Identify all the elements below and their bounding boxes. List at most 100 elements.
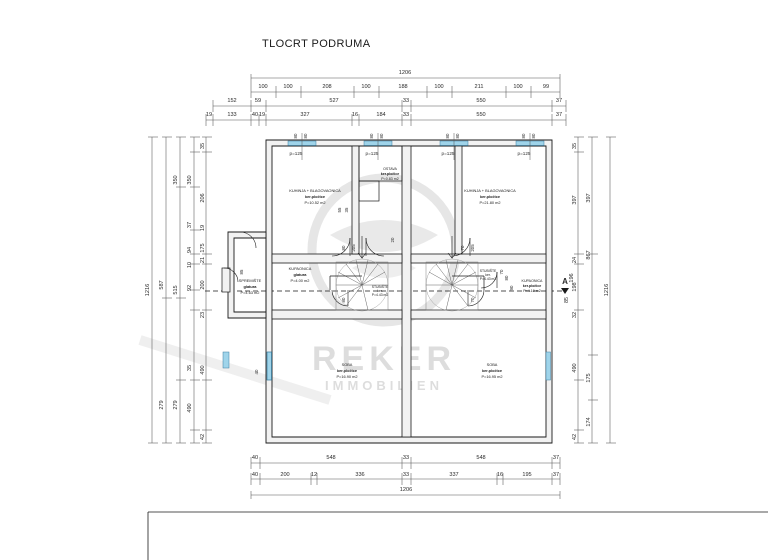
svg-text:1216: 1216 xyxy=(604,284,610,296)
building-walls xyxy=(221,139,553,444)
svg-text:188: 188 xyxy=(398,84,407,90)
room-label: KUHINJA + BLAGOVAONICA ker.pločice P=21.… xyxy=(464,188,516,205)
svg-text:glatura: glatura xyxy=(244,284,258,289)
svg-text:208: 208 xyxy=(322,84,331,90)
svg-text:174: 174 xyxy=(586,417,592,426)
svg-text:ker.pločice: ker.pločice xyxy=(305,194,326,199)
svg-text:279: 279 xyxy=(159,400,165,409)
svg-text:P=16.95 m2: P=16.95 m2 xyxy=(481,374,502,379)
svg-text:1206: 1206 xyxy=(399,70,411,76)
svg-text:152: 152 xyxy=(227,98,236,104)
room-labels: KUHINJA + BLAGOVAONICA ker.pločice P=10.… xyxy=(239,167,543,379)
svg-text:37: 37 xyxy=(553,472,559,478)
svg-text:P=0.83 m2: P=0.83 m2 xyxy=(381,177,398,181)
svg-text:STUBIŠTE: STUBIŠTE xyxy=(480,268,497,273)
svg-text:548: 548 xyxy=(326,455,335,461)
dimension-labels-bottom: 40 548 33 548 37 40 200 12 336 33 337 16… xyxy=(252,455,559,493)
svg-text:200: 200 xyxy=(200,280,206,289)
svg-text:16: 16 xyxy=(497,472,503,478)
svg-text:211: 211 xyxy=(475,84,484,90)
svg-text:80: 80 xyxy=(341,297,346,302)
svg-text:P=4.00 m2: P=4.00 m2 xyxy=(291,278,310,283)
svg-text:336: 336 xyxy=(355,472,364,478)
svg-text:205: 205 xyxy=(351,244,356,252)
svg-text:1216: 1216 xyxy=(145,284,151,296)
svg-text:P=10.52 m2: P=10.52 m2 xyxy=(304,200,325,205)
svg-text:P=16.90 m2: P=16.90 m2 xyxy=(336,374,357,379)
svg-text:ker.pločice: ker.pločice xyxy=(381,172,400,176)
svg-text:175: 175 xyxy=(200,243,206,252)
room-label: SPREMIŠTE glatura P=4.63 m2 xyxy=(239,278,262,295)
dimension-chain-left xyxy=(148,136,212,444)
svg-text:100: 100 xyxy=(434,84,443,90)
svg-text:80: 80 xyxy=(521,133,526,138)
svg-text:80: 80 xyxy=(504,275,509,280)
svg-text:19: 19 xyxy=(259,112,265,118)
svg-text:397: 397 xyxy=(586,193,592,202)
svg-text:16: 16 xyxy=(352,112,358,118)
svg-text:1206: 1206 xyxy=(400,487,412,493)
svg-text:33: 33 xyxy=(403,98,409,104)
svg-text:490: 490 xyxy=(200,365,206,374)
svg-text:35: 35 xyxy=(200,143,206,149)
svg-text:33: 33 xyxy=(403,455,409,461)
svg-text:KUPAONICA: KUPAONICA xyxy=(522,279,544,283)
svg-text:KUHINJA + BLAGOVAONICA: KUHINJA + BLAGOVAONICA xyxy=(464,188,516,193)
svg-text:94: 94 xyxy=(187,247,193,253)
svg-text:550: 550 xyxy=(476,112,485,118)
svg-text:p=125: p=125 xyxy=(442,151,455,156)
svg-text:P=21.80 m2: P=21.80 m2 xyxy=(479,200,500,205)
svg-text:SOBA: SOBA xyxy=(487,362,498,367)
svg-text:587: 587 xyxy=(159,280,165,289)
svg-text:515: 515 xyxy=(173,285,179,294)
svg-text:70: 70 xyxy=(499,269,504,274)
svg-text:ker.pločice: ker.pločice xyxy=(482,368,503,373)
svg-text:80: 80 xyxy=(293,133,298,138)
watermark-primary: REKER xyxy=(312,340,456,378)
svg-text:85: 85 xyxy=(564,297,570,303)
svg-text:37: 37 xyxy=(556,98,562,104)
svg-text:80: 80 xyxy=(369,133,374,138)
svg-text:100: 100 xyxy=(513,84,522,90)
svg-text:ker.: ker. xyxy=(377,289,383,293)
svg-text:42: 42 xyxy=(200,434,206,440)
svg-text:550: 550 xyxy=(476,98,485,104)
svg-text:397: 397 xyxy=(572,195,578,204)
window-openings: p=125 p=125 p=125 p=125 80 80 80 80 80 8… xyxy=(222,133,551,381)
svg-text:21: 21 xyxy=(200,257,206,263)
dimension-labels-top: 1206 100 100 208 100 188 100 211 100 99 … xyxy=(206,70,562,118)
room-label: KUPAONICA glatura P=4.00 m2 xyxy=(289,266,312,283)
svg-text:90: 90 xyxy=(509,285,514,290)
dimension-labels-right: 35 397 24 198 32 490 42 397 867 175 174 … xyxy=(572,143,610,440)
svg-text:85: 85 xyxy=(239,269,244,274)
dimension-labels-left: 1216 587 279 350 515 279 350 37 92 10 94… xyxy=(145,143,206,440)
svg-text:80: 80 xyxy=(379,133,384,138)
room-label: SOBA ker.pločice P=16.95 m2 xyxy=(481,362,502,379)
room-label: KUPAONICA ker.pločice P=4.10 m2 xyxy=(522,279,544,293)
svg-text:KUHINJA + BLAGOVAONICA: KUHINJA + BLAGOVAONICA xyxy=(289,188,341,193)
svg-text:SPREMIŠTE: SPREMIŠTE xyxy=(239,278,262,283)
svg-text:OSTAVA: OSTAVA xyxy=(383,167,397,171)
svg-text:350: 350 xyxy=(187,175,193,184)
svg-text:37: 37 xyxy=(187,222,193,228)
staircase-left xyxy=(329,236,389,312)
svg-text:glatura: glatura xyxy=(294,272,308,277)
svg-text:490: 490 xyxy=(187,403,193,412)
svg-text:33: 33 xyxy=(403,112,409,118)
svg-text:92: 92 xyxy=(187,285,193,291)
svg-text:205: 205 xyxy=(470,244,475,252)
svg-text:490: 490 xyxy=(572,363,578,372)
svg-text:196: 196 xyxy=(569,273,575,282)
svg-text:70: 70 xyxy=(460,245,465,250)
svg-text:184: 184 xyxy=(376,112,385,118)
svg-text:35: 35 xyxy=(572,143,578,149)
svg-text:p=125: p=125 xyxy=(366,151,379,156)
svg-text:80: 80 xyxy=(303,133,308,138)
svg-text:p=125: p=125 xyxy=(290,151,303,156)
svg-text:19: 19 xyxy=(206,112,212,118)
watermark-secondary: IMMOBILIEN xyxy=(325,378,443,393)
svg-text:23: 23 xyxy=(200,312,206,318)
svg-text:80: 80 xyxy=(341,245,346,250)
svg-text:STUBIŠTE: STUBIŠTE xyxy=(372,284,389,289)
